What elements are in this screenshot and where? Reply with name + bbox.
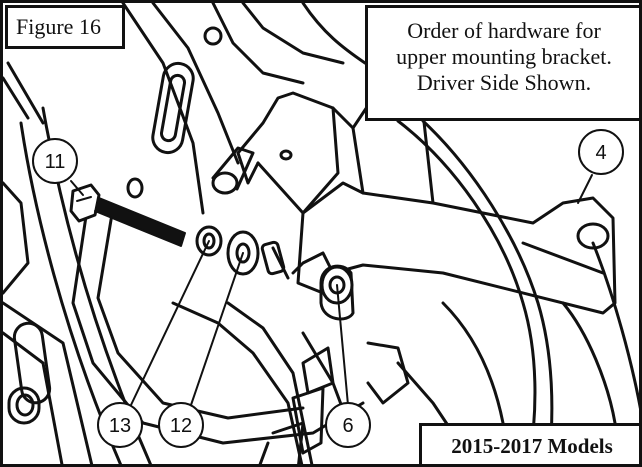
svg-text:4: 4: [595, 142, 606, 164]
caption-line-1: Order of hardware for: [407, 18, 601, 43]
callout-11: 11: [32, 138, 78, 184]
svg-text:13: 13: [109, 415, 131, 437]
inner-fender: [396, 119, 639, 464]
callout-12: 12: [158, 402, 204, 448]
svg-text:12: 12: [170, 415, 192, 437]
bolt: [69, 183, 186, 247]
lower-clips: [271, 341, 410, 464]
caption-line-2: upper mounting bracket.: [396, 44, 612, 69]
slotted-holes: [7, 26, 223, 425]
caption-box: Order of hardware for upper mounting bra…: [365, 5, 639, 121]
upper-stud: [211, 146, 255, 195]
figure-label: Figure 16: [5, 5, 125, 49]
callout-6: 6: [325, 402, 371, 448]
models-label: 2015-2017 Models: [419, 423, 639, 464]
leader-lines: [70, 174, 593, 406]
callout-13: 13: [97, 402, 143, 448]
line-drawing: 11 4 13 12 6: [3, 3, 639, 464]
callout-4: 4: [578, 129, 624, 175]
caption-line-3: Driver Side Shown.: [416, 70, 592, 95]
svg-text:11: 11: [45, 151, 66, 173]
svg-text:6: 6: [342, 415, 353, 437]
